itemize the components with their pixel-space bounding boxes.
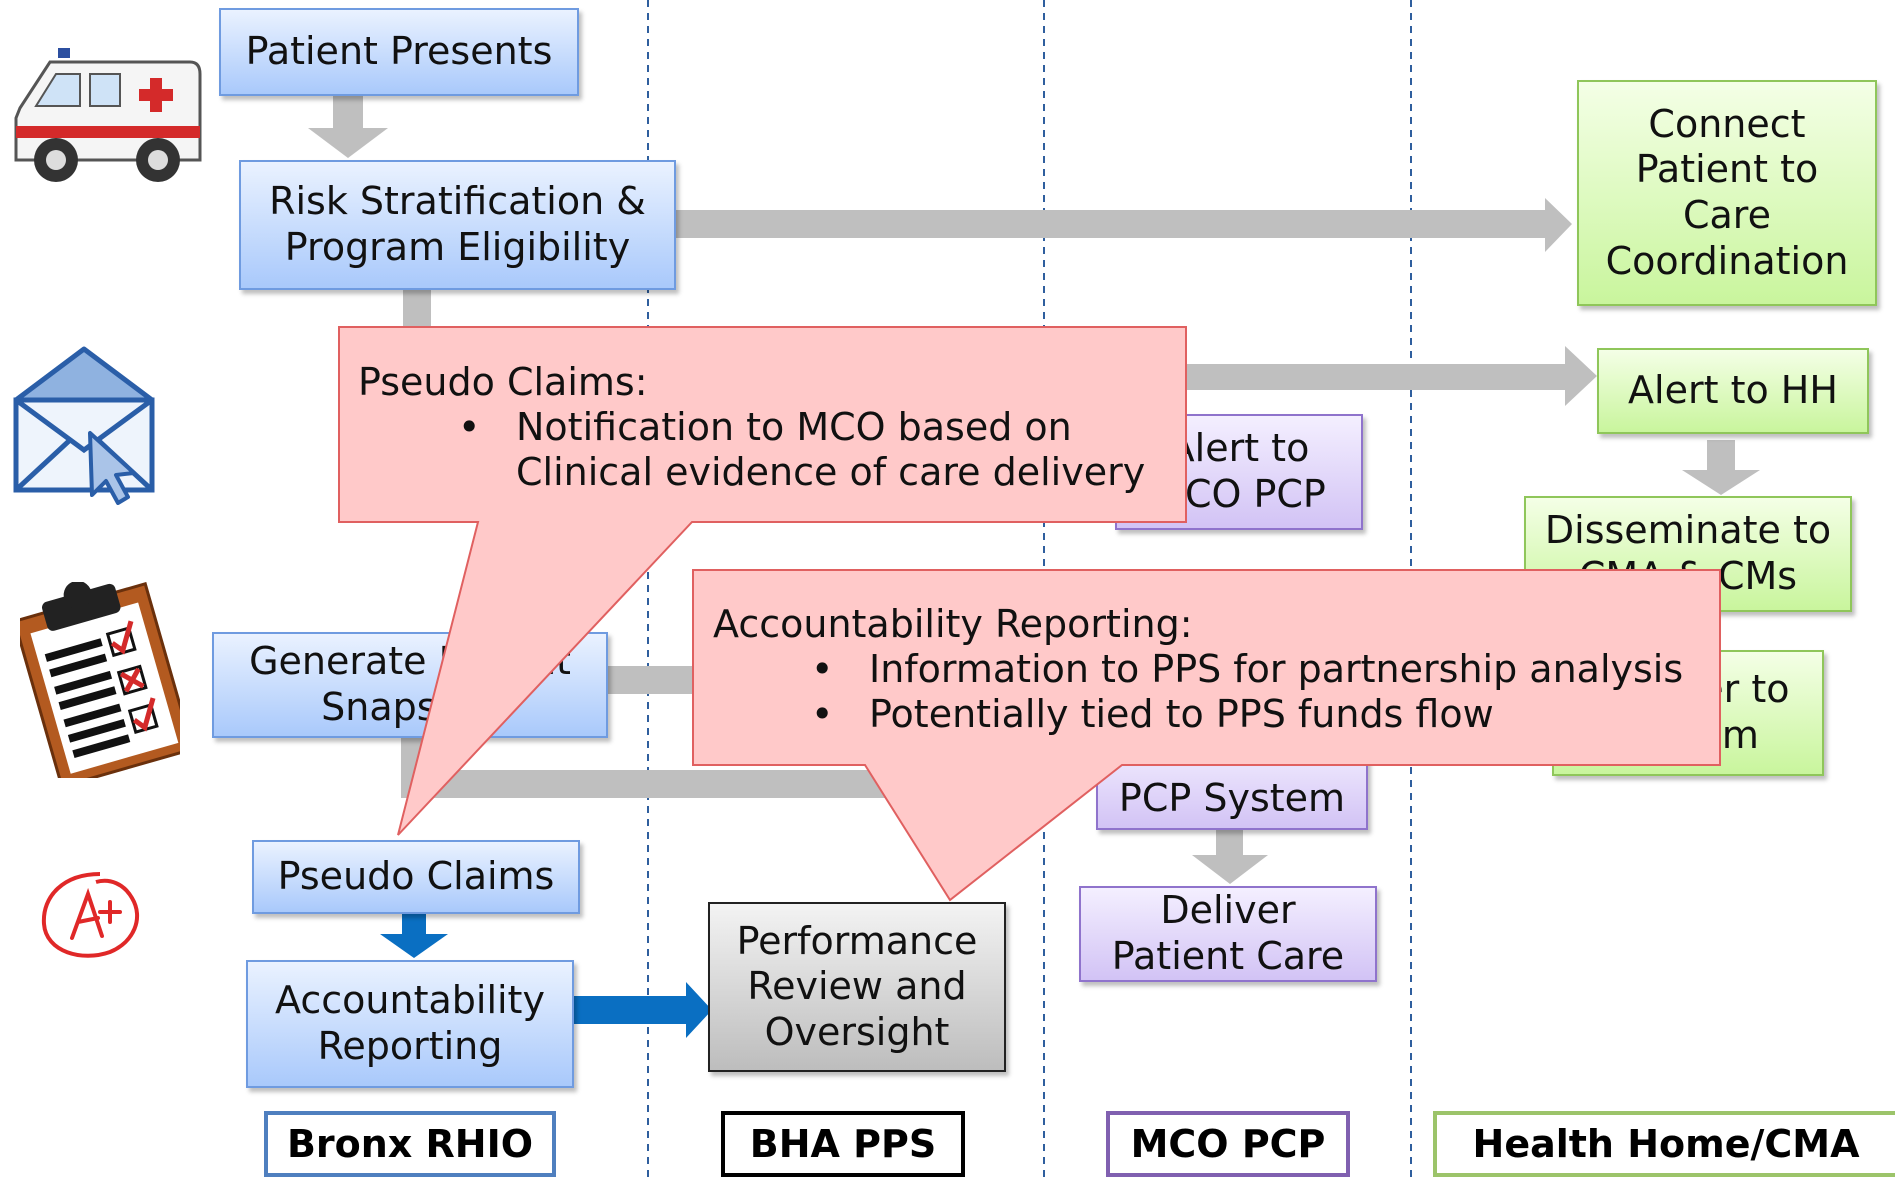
pseudo-claims-box: Pseudo Claims [252, 840, 580, 914]
accountability-callout [692, 569, 1721, 902]
lane-label-mco-pcp: MCO PCP [1106, 1111, 1350, 1177]
callout-title: Pseudo Claims: [358, 360, 648, 404]
lane-label-health-home: Health Home/CMA [1433, 1111, 1895, 1177]
down-arrow [1682, 440, 1760, 495]
right-arrow [676, 198, 1572, 252]
down-arrow-blue [380, 914, 448, 958]
patient-presents-box: Patient Presents [219, 8, 579, 96]
deliver-patient-care-box: Deliver Patient Care [1079, 886, 1377, 982]
callout-bullet: •Information to PPS for partnership anal… [811, 646, 1684, 691]
grade-a-plus-icon [41, 872, 139, 958]
accountability-reporting-box: Accountability Reporting [246, 960, 574, 1088]
envelope-cursor-icon [13, 346, 155, 505]
ambulance-icon [14, 48, 202, 182]
alert-hh-box: Alert to HH [1597, 348, 1869, 434]
clipboard-checklist-icon [20, 582, 180, 778]
accountability-callout-text: Accountability Reporting: •Information t… [713, 602, 1683, 736]
risk-stratification-box: Risk Stratification & Program Eligibilit… [239, 160, 676, 290]
performance-review-box: Performance Review and Oversight [708, 902, 1006, 1072]
callout-bullet: •Notification to MCO based on Clinical e… [458, 404, 1146, 494]
down-arrow [1192, 830, 1268, 884]
lane-label-bha-pps: BHA PPS [721, 1111, 965, 1177]
lane-label-bronx-rhio: Bronx RHIO [264, 1111, 556, 1177]
pseudo-claims-callout [338, 326, 1187, 836]
callout-bullet: •Potentially tied to PPS funds flow [811, 691, 1494, 736]
stem-connector [403, 290, 431, 330]
horizontal-connector [401, 770, 901, 798]
pseudo-claims-callout-text: Pseudo Claims: •Notification to MCO base… [358, 360, 1145, 494]
snapshot-connector [608, 666, 696, 694]
connect-patient-box: Connect Patient to Care Coordination [1577, 80, 1877, 306]
right-arrow [1185, 346, 1597, 406]
right-arrow-blue [574, 982, 712, 1038]
down-arrow [308, 95, 388, 158]
callout-title: Accountability Reporting: [713, 602, 1193, 646]
